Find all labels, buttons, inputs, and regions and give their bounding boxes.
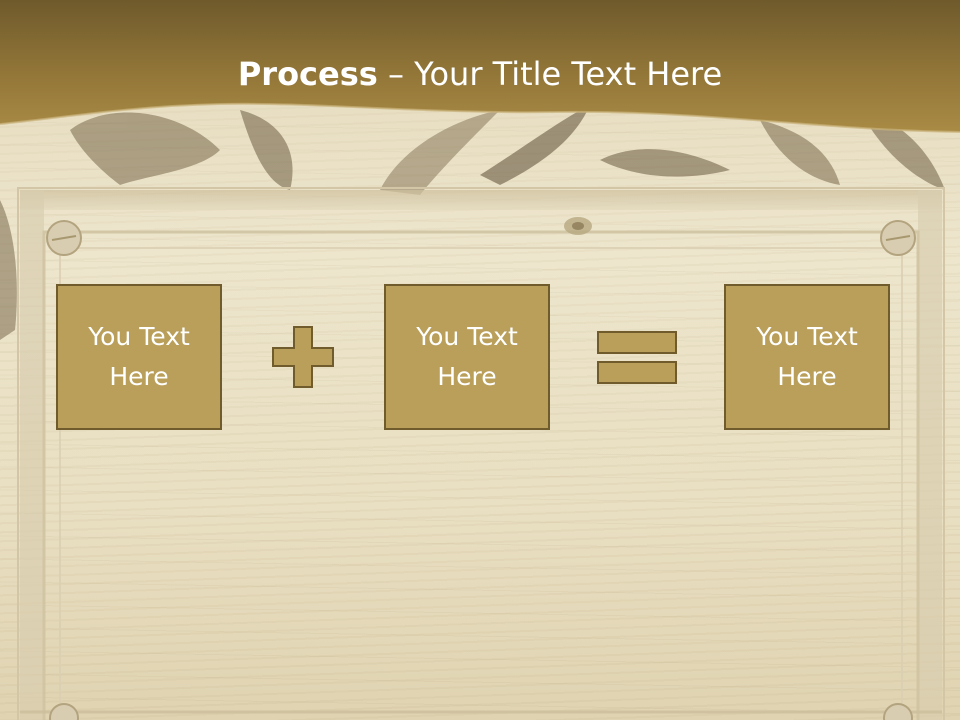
process-box-1: You Text Here — [56, 284, 222, 430]
title-rest: – Your Title Text Here — [377, 55, 723, 93]
equals-icon — [597, 331, 677, 384]
plus-icon — [272, 326, 334, 388]
carving-ornaments — [0, 105, 945, 340]
wood-frame — [17, 187, 945, 720]
process-box-2-text: You Text Here — [416, 322, 518, 391]
process-box-3-text: You Text Here — [756, 322, 858, 391]
screw-top-right — [880, 220, 916, 256]
title-bold: Process — [237, 55, 378, 93]
process-box-2: You Text Here — [384, 284, 550, 430]
process-box-3: You Text Here — [724, 284, 890, 430]
header-band — [0, 0, 960, 132]
screw-top-left — [46, 220, 82, 256]
screw-bottom-left — [49, 703, 79, 720]
process-box-1-text: You Text Here — [88, 322, 190, 391]
screw-bottom-right — [883, 703, 913, 720]
slide-title: Process – Your Title Text Here — [0, 50, 960, 98]
